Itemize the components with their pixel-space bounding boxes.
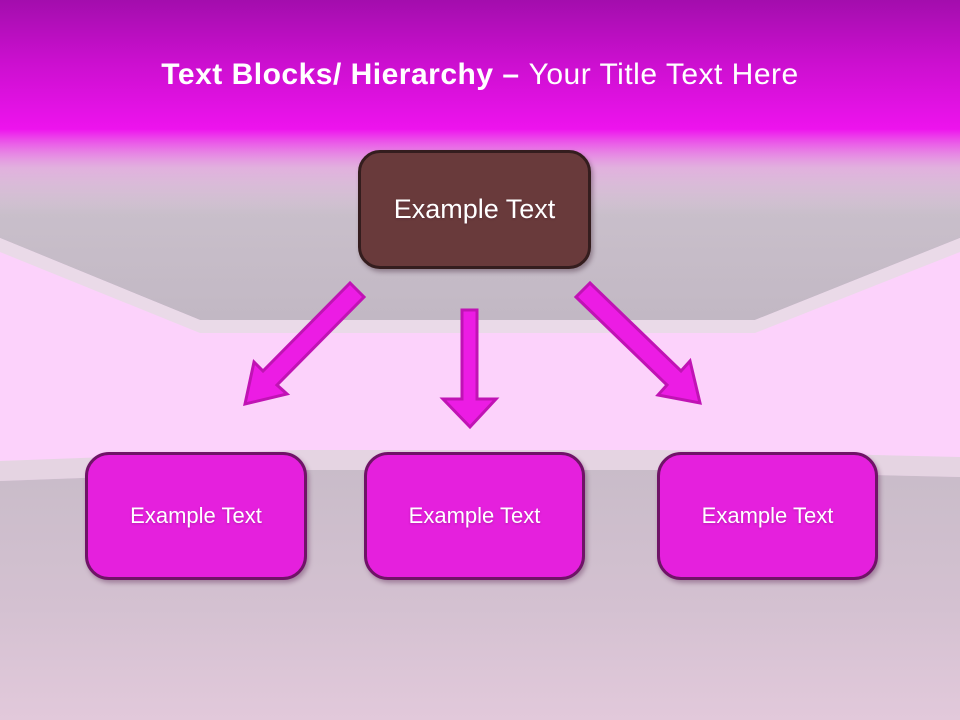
child-node-1-label: Example Text <box>130 503 262 528</box>
header-gradient <box>0 0 960 130</box>
down-right-arrow-icon[interactable] <box>573 280 702 405</box>
slide-title[interactable]: Text Blocks/ Hierarchy – Your Title Text… <box>0 52 960 98</box>
child-node-3[interactable]: Example Text <box>657 452 878 580</box>
slide-title-emphasis: Text Blocks/ Hierarchy – <box>161 58 520 91</box>
down-arrow-icon[interactable] <box>439 308 500 430</box>
child-node-2[interactable]: Example Text <box>364 452 585 580</box>
down-left-arrow-icon[interactable] <box>243 280 367 407</box>
child-node-1[interactable]: Example Text <box>85 452 307 580</box>
slide-title-subtitle: Your Title Text Here <box>528 58 799 91</box>
root-node-label: Example Text <box>393 194 556 224</box>
child-node-2-label: Example Text <box>408 503 541 528</box>
child-node-3-label: Example Text <box>701 503 834 528</box>
root-node[interactable]: Example Text <box>358 150 591 269</box>
